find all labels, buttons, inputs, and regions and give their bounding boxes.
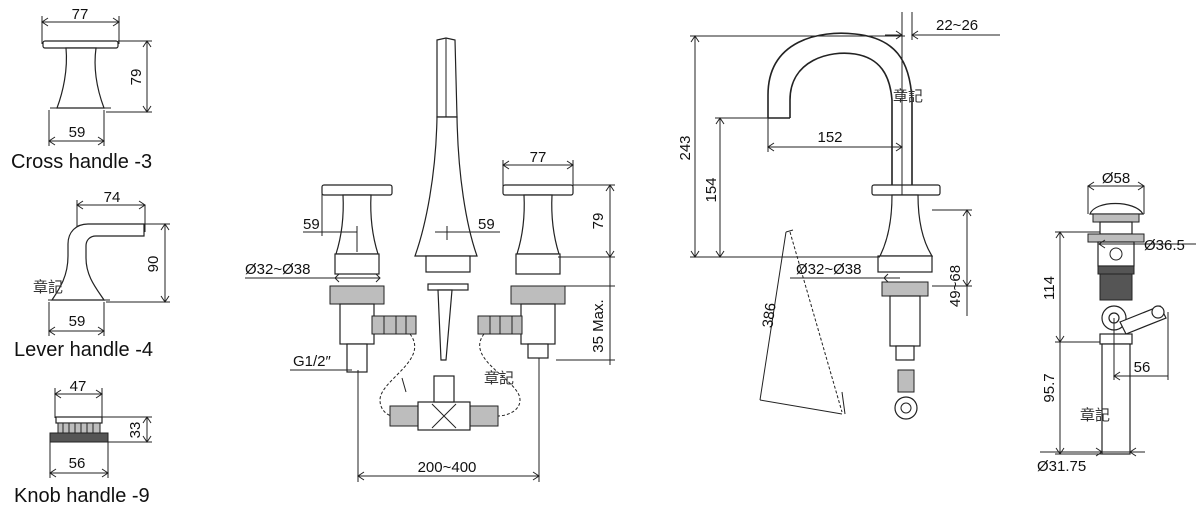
front-mount-diameter-label: Ø32~Ø38 [245,261,310,278]
drain-offset-label: 56 [1134,359,1151,376]
drain-height-lower-label: 95.7 [1041,373,1058,402]
cross-height-label: 79 [128,69,145,86]
side-aerator-label: 22~26 [936,17,978,34]
knob-handle-drawing [49,388,152,478]
front-thickness-label: 35 Max. [590,299,607,352]
drain-cap-diameter-label: Ø58 [1102,170,1130,187]
side-hose-length-label: 386 [759,302,779,329]
side-deck-thickness-label: 49~68 [947,265,964,307]
watermark-side: 章記 [893,87,923,105]
lever-height-label: 90 [145,256,162,273]
lever-handle-drawing [48,200,170,336]
front-base-spout-label: 59 [478,216,495,233]
side-total-height-label: 243 [677,135,694,160]
watermark-drain: 章記 [1080,406,1110,424]
watermark-lever: 章記 [33,278,63,296]
cross-handle-caption: Cross handle -3 [11,151,152,173]
drain-height-upper-label: 114 [1041,276,1058,300]
cross-width-label: 77 [72,6,89,23]
front-base-left-label: 59 [303,216,320,233]
side-spout-height-label: 154 [703,177,720,202]
side-view-drawing [690,12,1000,420]
front-connection-label: G1/2″ [293,353,332,370]
knob-width-label: 47 [70,378,87,395]
cross-handle-drawing [41,16,152,146]
knob-height-label: 33 [127,422,144,439]
side-reach-label: 152 [817,129,842,146]
lever-handle-caption: Lever handle -4 [14,339,153,361]
drain-flange-diameter-label: Ø36.5 [1144,237,1185,254]
front-view-drawing [245,37,615,482]
lever-base-label: 59 [69,313,86,330]
knob-handle-caption: Knob handle -9 [14,485,150,507]
lever-width-label: 74 [104,189,121,206]
drain-tail-diameter-label: Ø31.75 [1037,458,1086,475]
side-mount-diameter-label: Ø32~Ø38 [796,261,861,278]
front-handle-height-label: 79 [590,213,607,230]
watermark-front: 章記 [484,369,514,387]
front-handle-width-label: 77 [530,149,547,166]
drain-drawing [1040,181,1196,457]
cross-base-label: 59 [69,124,86,141]
front-spread-label: 200~400 [418,459,477,476]
knob-base-label: 56 [69,455,86,472]
